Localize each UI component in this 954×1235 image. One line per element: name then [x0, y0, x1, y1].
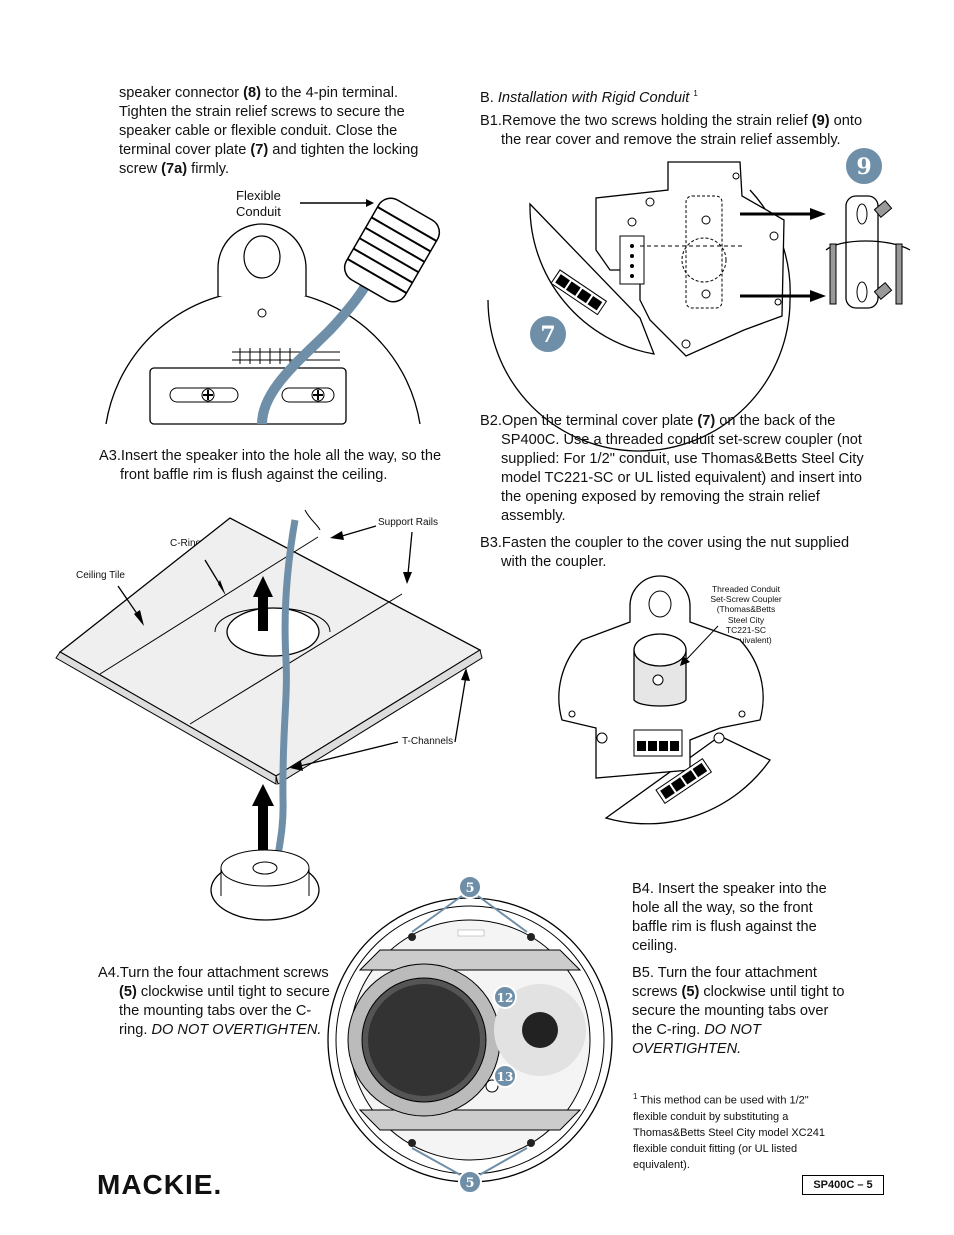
ref-8: (8) — [243, 85, 261, 101]
badge-12 — [493, 985, 517, 1009]
step-a4: A4.Turn the four attachment screws (5) c… — [98, 965, 330, 1038]
footnote: 1 This method can be used with 1/2" flex… — [633, 1092, 825, 1171]
support-rails-label: Support Rails — [378, 517, 439, 528]
step-b5: B5. Turn the four attachment screws (5) … — [632, 965, 845, 1057]
do-not-overtighten: DO NOT OVERTIGHTEN. — [632, 1022, 761, 1057]
ref-5: (5) — [119, 984, 137, 1000]
step-a3: A3.Insert the speaker into the hole all … — [99, 448, 442, 483]
step-b3: B3.Fasten the coupler to the cover using… — [480, 535, 850, 570]
step-b1: B1.Remove the two screws holding the str… — [480, 113, 863, 148]
svg-text:7: 7 — [540, 322, 555, 348]
ref-9: (9) — [811, 113, 830, 129]
badge-5-top — [458, 875, 482, 899]
badge-9 — [844, 146, 884, 186]
svg-text:9: 9 — [856, 154, 871, 180]
svg-text:5: 5 — [465, 1176, 474, 1191]
ref-7: (7) — [697, 413, 716, 429]
badge-5-bottom — [458, 1170, 482, 1194]
ref-5: (5) — [681, 984, 700, 1000]
page-number: SP400C – 5 — [802, 1175, 884, 1195]
badge-7 — [528, 314, 568, 354]
c-ring-label: C-Ring — [170, 538, 202, 549]
svg-text:12: 12 — [497, 991, 514, 1005]
ref-7a: (7a) — [161, 161, 188, 177]
mackie-logo: MACKIE. — [97, 1169, 223, 1200]
step-b4: B4. Insert the speaker into the hole all… — [632, 881, 827, 954]
coupler-label: Threaded Conduit Set-Screw Coupler (Thom… — [710, 584, 782, 646]
step-b2: B2.Open the terminal cover plate (7) on … — [480, 413, 864, 524]
flexible-conduit-label: Flexible Conduit — [236, 188, 281, 219]
ref-7: (7) — [250, 142, 269, 158]
ceiling-tile-label: Ceiling Tile — [76, 570, 125, 581]
do-not-overtighten: DO NOT OVERTIGHTEN. — [151, 1022, 322, 1038]
section-b-heading: B. Installation with Rigid Conduit 1 — [480, 89, 698, 106]
svg-text:13: 13 — [497, 1070, 514, 1084]
t-channels-label: T-Channels — [402, 736, 454, 747]
svg-text:5: 5 — [465, 881, 474, 896]
intro-paragraph: speaker connector (8) to the 4-pin termi… — [119, 85, 419, 177]
badge-13 — [493, 1064, 517, 1088]
